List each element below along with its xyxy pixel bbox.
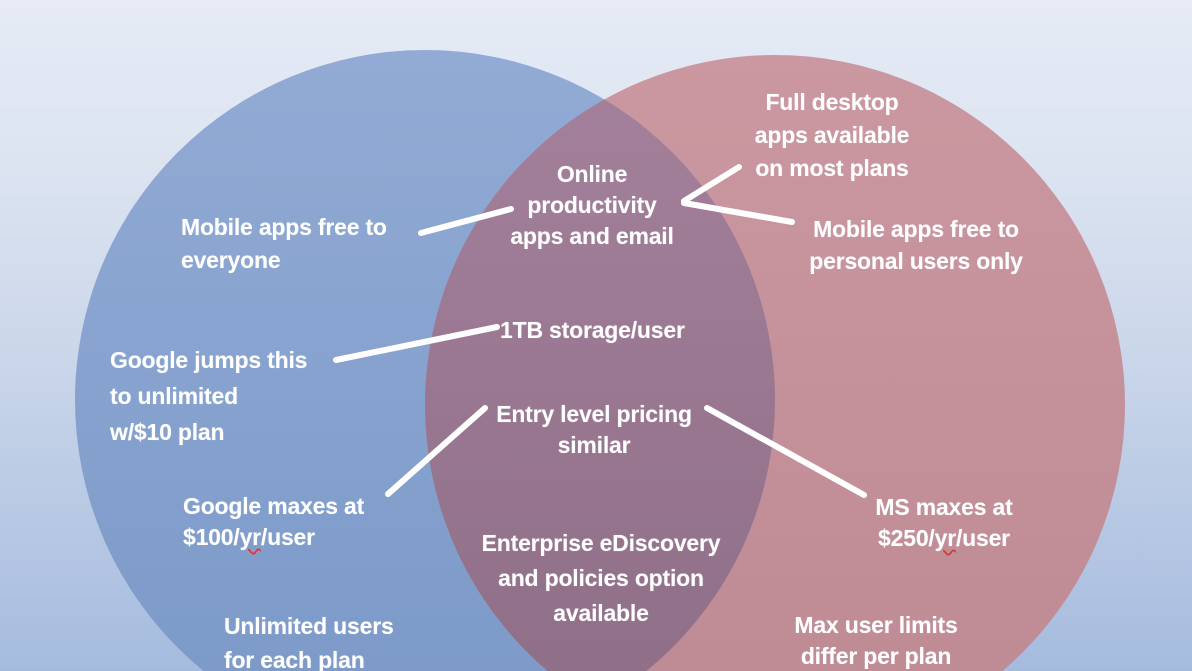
connector-lines [333, 164, 867, 498]
label-line: Max user limits [794, 612, 958, 638]
label-line: and policies option [498, 565, 704, 591]
label-line: productivity [527, 192, 657, 218]
label-line: differ per plan [800, 643, 952, 669]
label-line: everyone [181, 247, 281, 273]
label-line: $250/yr/user [875, 523, 1012, 554]
label-line: apps available [754, 122, 910, 148]
label-line: for each plan [224, 647, 365, 671]
connector-online-to-mobile-personal [681, 200, 795, 225]
label-line: Online [556, 161, 628, 187]
connector-online-to-full-desktop [681, 164, 742, 204]
label-enterprise-ediscovery: Enterprise eDiscovery and policies optio… [482, 526, 721, 631]
label-line: to unlimited [110, 383, 238, 409]
label-line: 1TB storage/user [500, 317, 685, 343]
label-google-jumps-unlimited: Google jumps this to unlimited w/$10 pla… [110, 342, 307, 450]
label-online-productivity-apps-email: Online productivity apps and email [510, 159, 674, 252]
connector-entry-pricing-to-google-maxes [385, 405, 488, 497]
label-mobile-apps-free-everyone: Mobile apps free to everyone [181, 211, 387, 277]
connector-mobile-everyone-to-online [418, 206, 514, 236]
label-line: Enterprise eDiscovery [481, 530, 721, 556]
misspelled-word-yr: yr [934, 525, 957, 551]
overlap-region [425, 55, 775, 671]
label-line: Full desktop [765, 89, 899, 115]
connector-entry-pricing-to-ms-maxes [704, 405, 867, 498]
label-line: $100/yr/user [183, 522, 364, 553]
label-1tb-storage: 1TB storage/user [500, 314, 685, 346]
connector-google-jumps-to-1tb [333, 324, 500, 363]
label-max-user-limits: Max user limits differ per plan [794, 610, 957, 671]
label-entry-level-pricing: Entry level pricing similar [496, 399, 692, 461]
label-full-desktop-apps: Full desktop apps available on most plan… [754, 86, 910, 185]
label-line: Google maxes at [183, 493, 365, 519]
label-line: Mobile apps free to [813, 216, 1019, 242]
price-text: $100/ [183, 524, 240, 550]
label-google-maxes-price: Google maxes at $100/yr/user [183, 491, 364, 553]
label-line: Unlimited users [224, 613, 394, 639]
misspelled-word-yr: yr [239, 524, 262, 550]
label-line: Mobile apps free to [181, 214, 387, 240]
label-line: Google jumps this [110, 347, 308, 373]
label-unlimited-users: Unlimited users for each plan [224, 609, 394, 671]
label-line: w/$10 plan [110, 419, 225, 445]
price-text: $250/ [878, 525, 935, 551]
label-line: similar [557, 432, 631, 458]
label-ms-maxes-price: MS maxes at $250/yr/user [875, 492, 1012, 554]
label-mobile-apps-personal-only: Mobile apps free to personal users only [809, 213, 1023, 277]
label-line: on most plans [755, 155, 909, 181]
price-text: /user [260, 524, 315, 550]
label-line: apps and email [510, 223, 674, 249]
label-line: MS maxes at [875, 494, 1013, 520]
price-text: /user [955, 525, 1010, 551]
label-line: available [553, 600, 649, 626]
label-line: personal users only [809, 248, 1023, 274]
label-line: Entry level pricing [496, 401, 692, 427]
